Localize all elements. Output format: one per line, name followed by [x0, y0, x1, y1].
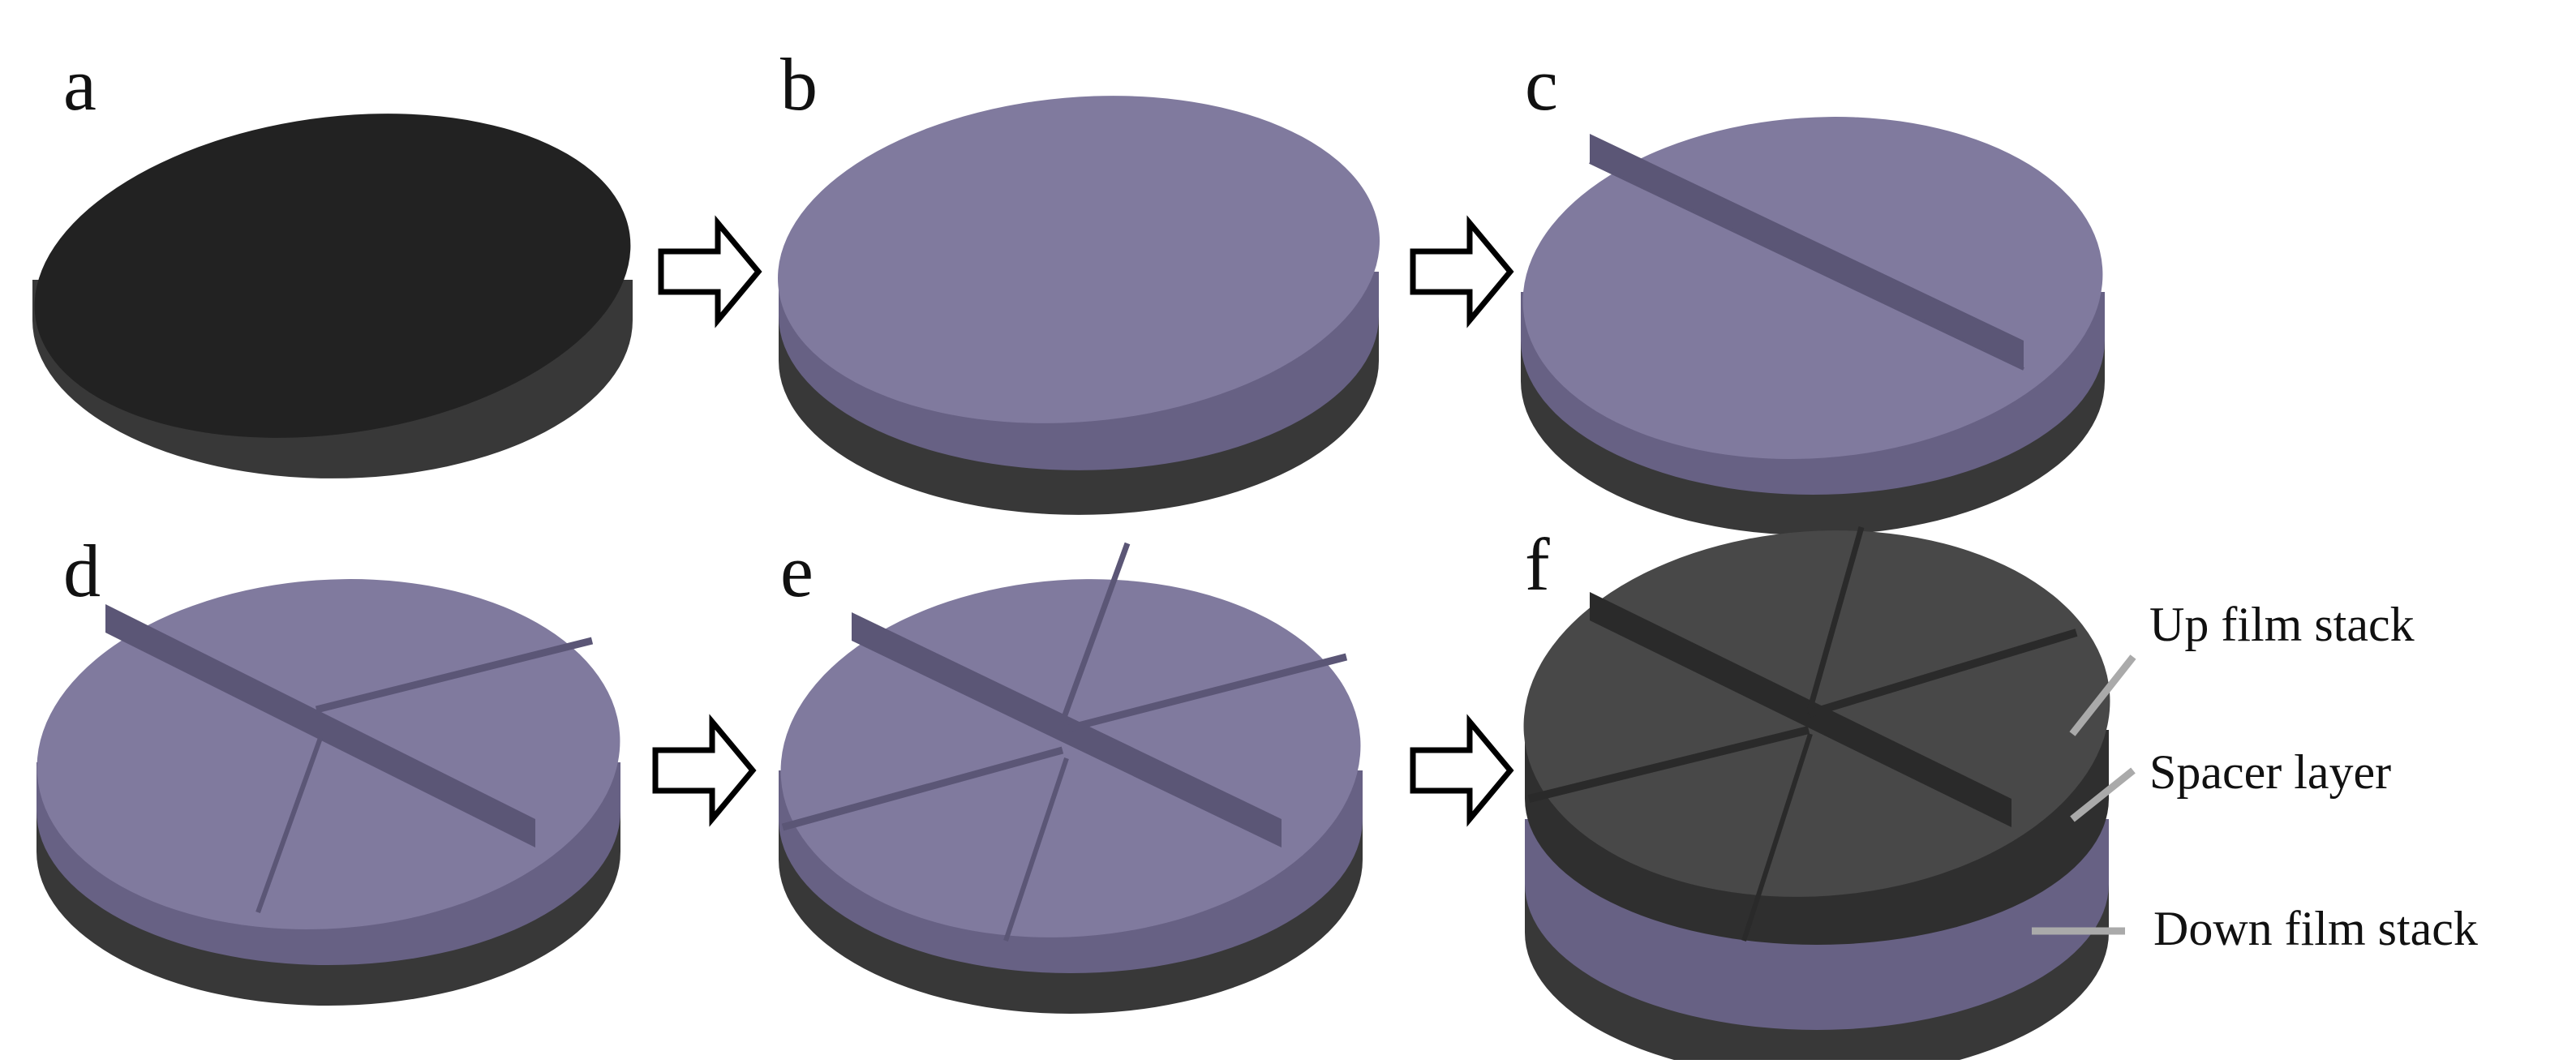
cut-edge [781, 746, 1064, 831]
panel-c-disc [1521, 117, 2105, 535]
cut-groove [1590, 592, 2011, 827]
panel-label-a: a [63, 43, 97, 126]
step-arrow-icon [658, 215, 762, 328]
panel-d-disc [36, 579, 620, 1006]
panel-e-disc [779, 542, 1363, 1014]
cut-edge [315, 637, 594, 714]
cut-edge [1527, 726, 1810, 803]
up-film-stack-label: Up film stack [2149, 598, 2415, 651]
panel-label-c: c [1525, 43, 1558, 126]
panel-label-f: f [1525, 523, 1550, 606]
cut-edge [1807, 629, 2078, 718]
cut-edge [1061, 653, 1348, 734]
cut-edge [1805, 526, 1865, 714]
cut-edge [1741, 733, 1813, 942]
cut-groove [105, 604, 535, 847]
cut-edge [255, 736, 323, 914]
panel-label-e: e [780, 530, 814, 612]
film-top [778, 96, 1380, 423]
panel-b-disc [778, 96, 1380, 515]
step-arrow-icon [652, 714, 757, 827]
film-top [1522, 117, 2103, 459]
cut-groove [1590, 134, 2024, 369]
down-film-stack-label: Down film stack [2153, 902, 2478, 955]
spacer-layer-label: Spacer layer [2149, 745, 2392, 799]
up-film-stack-leader [2069, 654, 2136, 736]
cut-edge [1589, 161, 2024, 371]
step-arrow-icon [1410, 714, 1514, 827]
cut-edge [1059, 542, 1131, 723]
cut-edge [1003, 757, 1069, 942]
panel-label-d: d [63, 530, 101, 612]
panel-label-b: b [780, 43, 818, 126]
step-arrow-icon [1410, 215, 1514, 328]
panel-f-disc [1523, 526, 2110, 1064]
spacer-layer-leader [2070, 767, 2136, 822]
substrate-top [34, 114, 631, 438]
panel-a-disc [32, 114, 633, 478]
